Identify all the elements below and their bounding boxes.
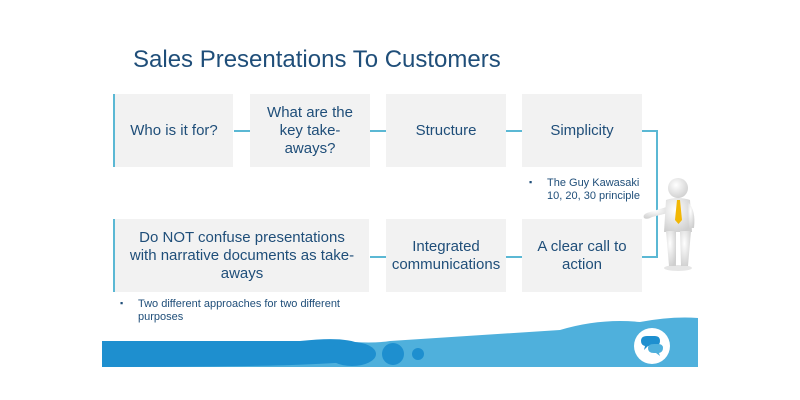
step-label: A clear call to action: [537, 237, 627, 273]
step-label: Structure: [415, 121, 477, 139]
step-who-is-it-for: Who is it for?: [113, 94, 233, 167]
connector-vertical: [656, 130, 658, 258]
speech-bubbles-icon: [634, 328, 670, 364]
connector: [506, 256, 522, 258]
step-label: What are the key take-aways?: [267, 103, 353, 157]
connector: [370, 256, 386, 258]
step-integrated-communications: Integrated communications: [386, 219, 506, 292]
step-label: Who is it for?: [130, 121, 218, 139]
step-label: Integrated communications: [391, 237, 501, 273]
connector: [234, 130, 250, 132]
confuse-note: ▪ Two different approaches for two diffe…: [120, 298, 388, 324]
note-text: The Guy Kawasaki 10, 20, 30 principle: [547, 177, 640, 202]
step-label: Do NOT confuse presentations with narrat…: [129, 228, 355, 282]
step-key-takeaways: What are the key take-aways?: [250, 94, 370, 167]
connector: [506, 130, 522, 132]
bullet-marker: ▪: [529, 177, 533, 187]
step-clear-call-to-action: A clear call to action: [522, 219, 642, 292]
connector: [642, 130, 658, 132]
step-structure: Structure: [386, 94, 506, 167]
3d-person-pointing-icon: [643, 178, 695, 271]
step-label: Simplicity: [550, 121, 614, 139]
step-simplicity: Simplicity: [522, 94, 642, 167]
step-do-not-confuse: Do NOT confuse presentations with narrat…: [113, 219, 369, 292]
connector: [370, 130, 386, 132]
page-title: Sales Presentations To Customers: [133, 46, 501, 73]
connector: [642, 256, 658, 258]
note-text: Two different approaches for two differe…: [138, 298, 340, 323]
simplicity-note: ▪ The Guy Kawasaki 10, 20, 30 principle: [529, 177, 657, 203]
bullet-marker: ▪: [120, 298, 124, 308]
